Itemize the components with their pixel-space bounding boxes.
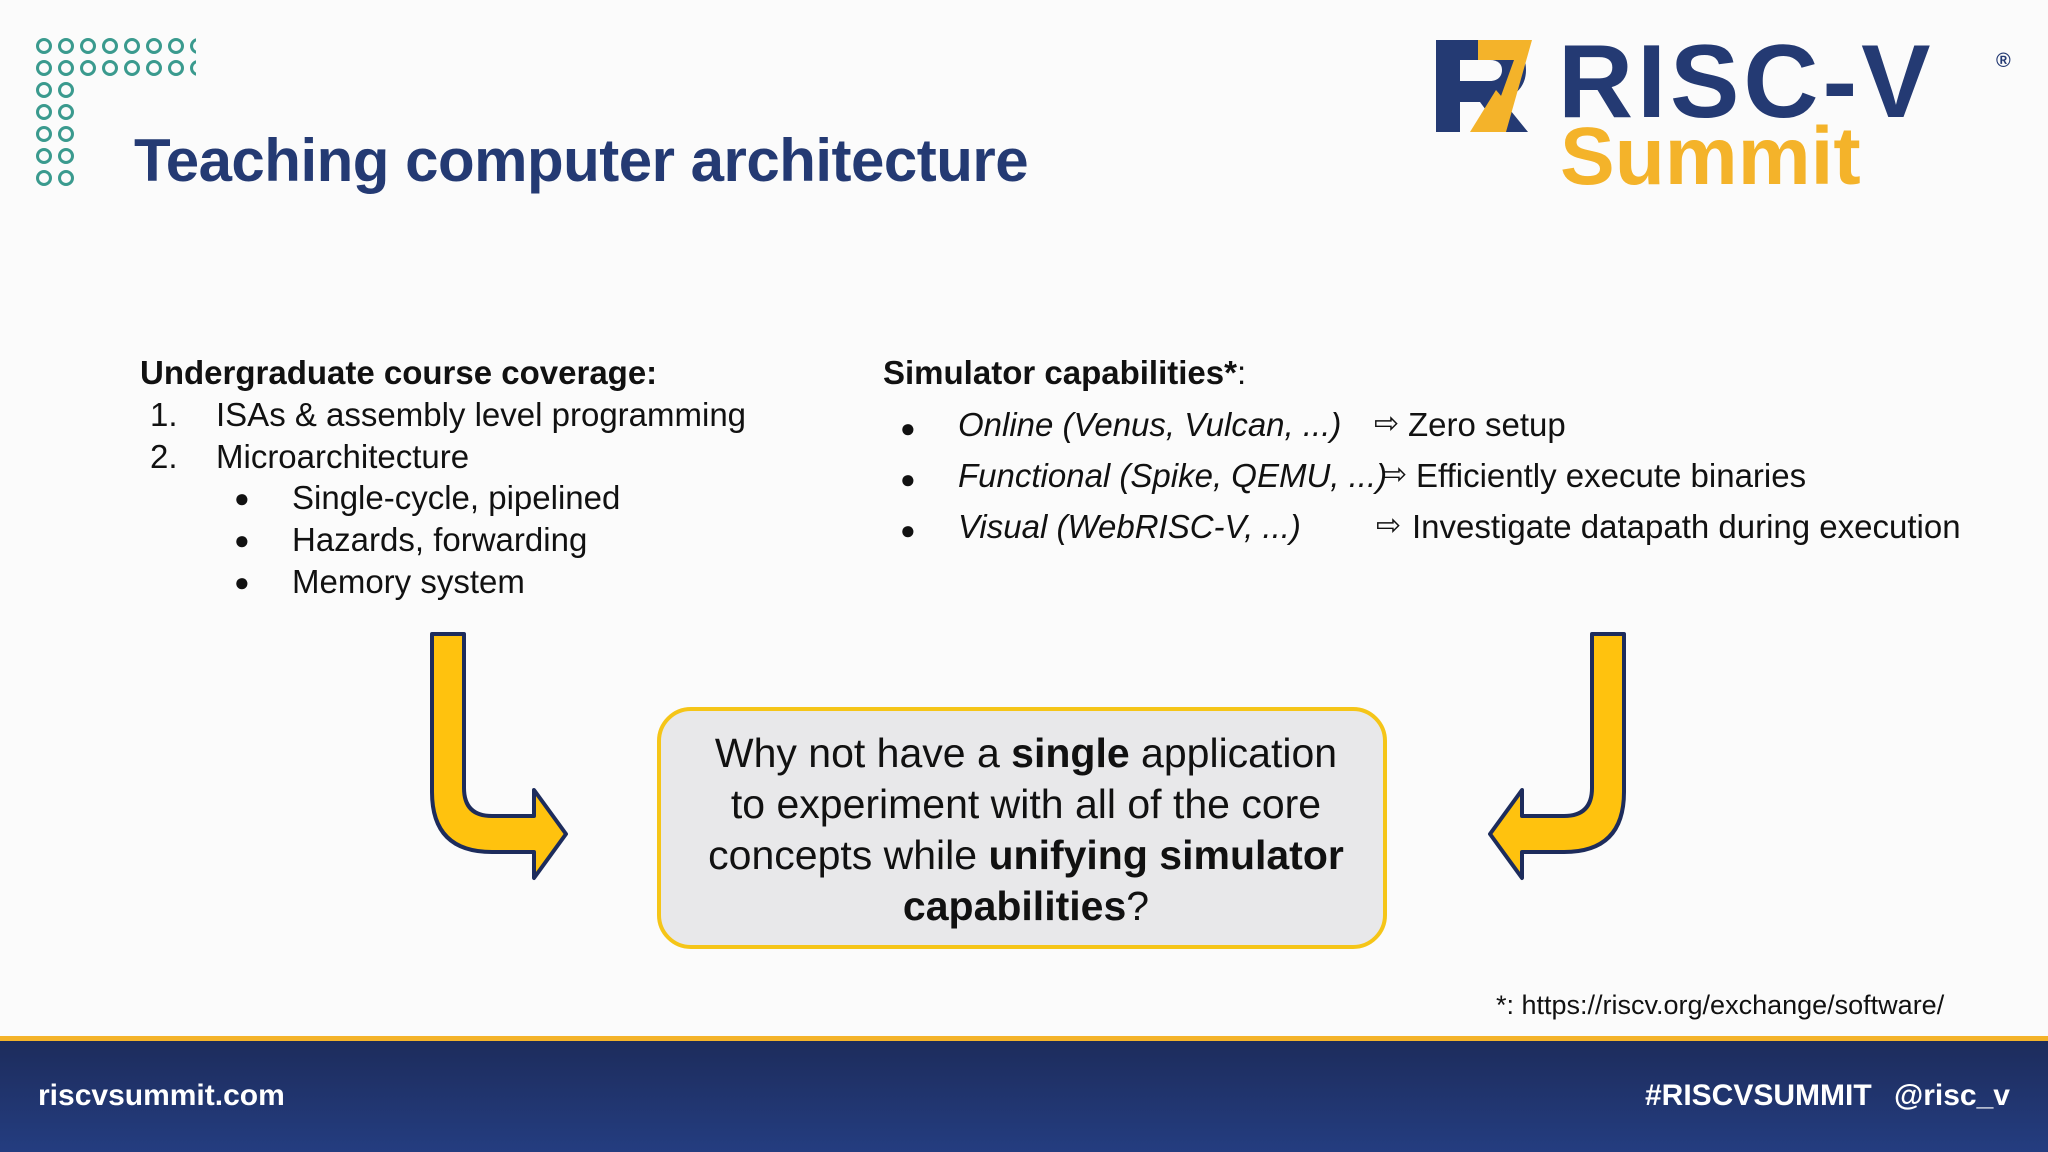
question-line: Why not have a single application [714, 730, 1338, 776]
logo-wordmark: RISC-V [1558, 24, 1935, 140]
sub-list-item: Single-cycle, pipelined [292, 479, 621, 516]
decorative-dot [102, 60, 118, 76]
list-number: 2. [150, 438, 178, 475]
arrow-right-icon: ⇨ [1376, 509, 1402, 542]
bullet-icon: ● [234, 567, 250, 597]
bullet-icon: ● [900, 413, 916, 443]
sub-list-item: Hazards, forwarding [292, 521, 588, 558]
decorative-dot [58, 38, 74, 54]
logo-subtitle: Summit [1560, 111, 1861, 202]
decorative-dot [102, 38, 118, 54]
dot-pattern-decoration [36, 38, 196, 186]
list-item: ISAs & assembly level programming [216, 396, 747, 433]
question-line: capabilities? [902, 883, 1150, 929]
decorative-dot [190, 60, 196, 76]
capability-name: Online (Venus, Vulcan, ...) [958, 406, 1342, 443]
capability-result: Zero setup [1408, 406, 1566, 443]
arrow-right-icon: ⇨ [1382, 458, 1408, 491]
decorative-dot [124, 60, 140, 76]
capability-result: Investigate datapath during execution [1412, 508, 1961, 545]
decorative-dot [80, 60, 96, 76]
question-line: concepts while unifying simulator [708, 832, 1344, 878]
sub-list-item: Memory system [292, 563, 525, 600]
decorative-dot [36, 82, 52, 98]
decorative-dot [168, 38, 184, 54]
decorative-dot [168, 60, 184, 76]
bullet-icon: ● [234, 483, 250, 513]
decorative-dot [58, 170, 74, 186]
decorative-dot [58, 82, 74, 98]
decorative-dot [80, 38, 96, 54]
footer-bar: riscvsummit.com #RISCVSUMMIT @risc_v [0, 1041, 2048, 1152]
question-line: to experiment with all of the core [730, 781, 1322, 827]
capability-name: Visual (WebRISC-V, ...) [958, 508, 1301, 545]
decorative-dot [58, 104, 74, 120]
decorative-dot [36, 148, 52, 164]
decorative-dot [36, 126, 52, 142]
footer-divider [0, 1036, 2048, 1041]
decorative-dot [36, 170, 52, 186]
decorative-dot [58, 148, 74, 164]
decorative-dot [36, 38, 52, 54]
footnote: *: https://riscv.org/exchange/software/ [1496, 990, 1945, 1020]
decorative-dot [36, 60, 52, 76]
registered-mark: ® [1996, 50, 2011, 72]
decorative-dot [146, 60, 162, 76]
decorative-dot [190, 38, 196, 54]
list-item: Microarchitecture [216, 438, 470, 475]
decorative-dot [36, 104, 52, 120]
question-callout: Why not have a single application to exp… [657, 707, 1387, 949]
slide-title: Teaching computer architecture [134, 127, 1029, 194]
heading-text: Simulator capabilities* [883, 354, 1237, 391]
bullet-icon: ● [234, 525, 250, 555]
footer-hashtags: #RISCVSUMMIT @risc_v [1644, 1079, 2010, 1112]
heading-colon: : [1236, 354, 1247, 391]
course-coverage-heading: Undergraduate course coverage: [140, 354, 658, 391]
curved-arrow-left-icon [1488, 632, 1626, 880]
arrow-right-icon: ⇨ [1374, 407, 1400, 440]
bullet-icon: ● [900, 515, 916, 545]
risc-v-mark-icon [1436, 40, 1532, 132]
risc-v-summit-logo: RISC-V ® Summit [1430, 30, 2020, 206]
decorative-dot [58, 60, 74, 76]
decorative-dot [58, 126, 74, 142]
capability-name: Functional (Spike, QEMU, ...) [958, 457, 1388, 494]
decorative-dot [124, 38, 140, 54]
curved-arrow-right-icon [430, 632, 568, 880]
capability-result: Efficiently execute binaries [1416, 457, 1807, 494]
list-number: 1. [150, 396, 178, 433]
bullet-icon: ● [900, 464, 916, 494]
decorative-dot [146, 38, 162, 54]
simulator-capabilities-heading: Simulator capabilities*: [883, 354, 1246, 392]
footer-website: riscvsummit.com [38, 1079, 285, 1112]
